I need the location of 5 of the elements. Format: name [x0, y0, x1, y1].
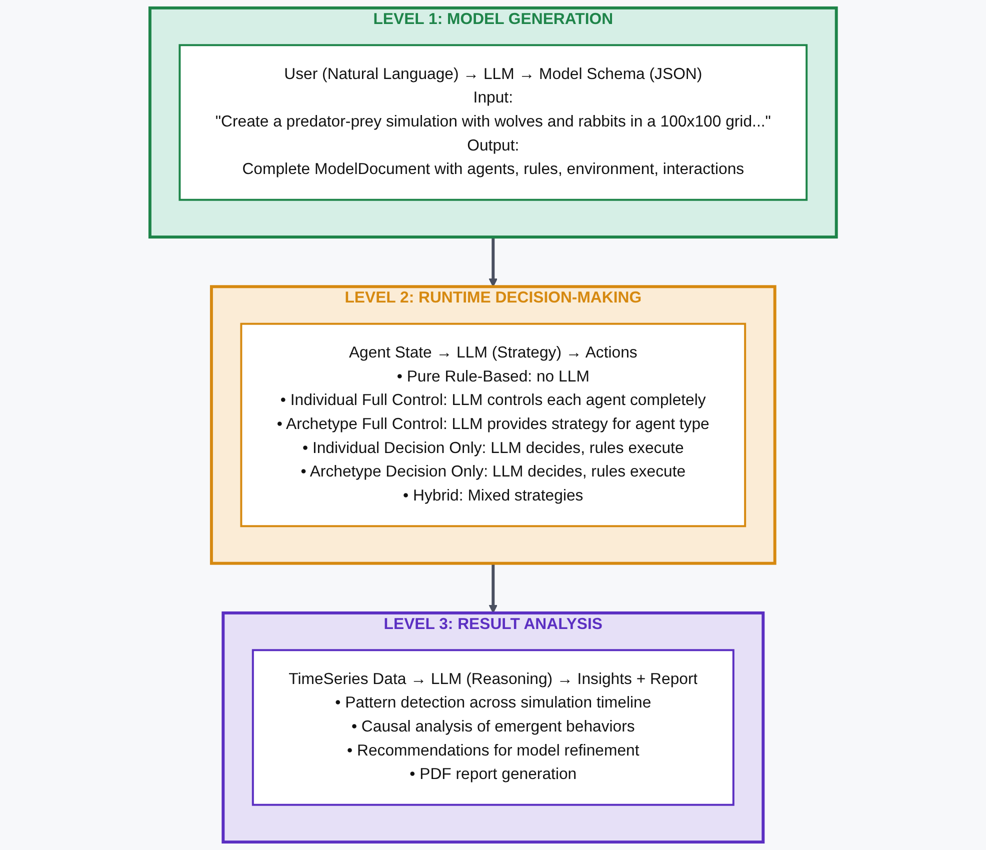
arrow: [488, 563, 498, 614]
node-box: User (Natural Language) → LLM → Model Schema (JSON) Input: "Create a predator-prey simulation with wolves and rabbits in a 100x100 grid..." Output: Complete ModelDocument with agents, rules, environment, interactions: [178, 44, 808, 201]
node-box: TimeSeries Data → LLM (Reasoning) → Insights + Report • Pattern detection across simulation timeline • Causal analysis of emergent behaviors • Recommendations for model refinement • PDF report generation: [252, 649, 734, 806]
node-box: Agent State → LLM (Strategy) → Actions • Pure Rule-Based: no LLM • Individual Full Control: LLM controls each agent completely • Archetype Full Control: LLM provides strategy for agent type • Individual Decision Only: LLM decides, rules execute • Archetype Decision Only: LLM decides, rules execute • Hybrid: Mixed strategies: [240, 322, 746, 528]
arrow: [488, 237, 498, 288]
